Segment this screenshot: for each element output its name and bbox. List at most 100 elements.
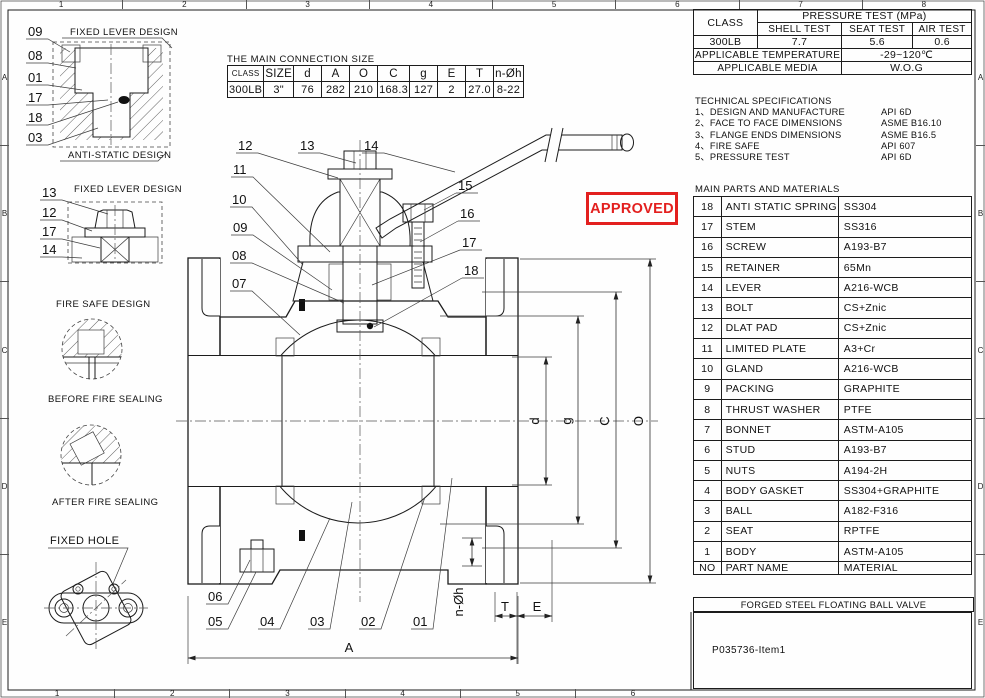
part-name: BALL — [720, 500, 839, 522]
ruler-letter: B — [0, 146, 9, 283]
callout-14: 14 — [364, 138, 378, 153]
svg-text:17: 17 — [42, 224, 56, 239]
approved-stamp-label: APPROVED — [590, 200, 674, 217]
parts-row: 11 LIMITED PLATE A3+Cr — [693, 338, 973, 360]
parts-row: 16 SCREW A193-B7 — [693, 236, 973, 258]
part-material: GRAPHITE — [837, 378, 973, 400]
part-material: A3+Cr — [837, 338, 973, 360]
part-material: A216-WCB — [837, 358, 973, 380]
part-no: 15 — [693, 256, 722, 279]
detail2-callouts: 13 12 17 14 — [40, 185, 109, 259]
ruler-letter: D — [976, 419, 985, 555]
part-name: BOLT — [720, 297, 839, 319]
spec-standard: API 6D — [881, 107, 912, 118]
ruler-number: 6 — [616, 0, 740, 9]
approved-stamp: APPROVED — [586, 192, 678, 225]
callout-09: 09 — [233, 220, 247, 235]
spec-standard: ASME B16.5 — [881, 129, 937, 140]
seat-test-value: 5.6 — [841, 35, 914, 49]
part-material: PTFE — [837, 398, 973, 421]
callout-02: 02 — [361, 614, 375, 629]
connection-header-cell: O — [349, 65, 379, 82]
callout-11: 11 — [233, 162, 247, 177]
parts-row: 8 THRUST WASHER PTFE — [693, 398, 973, 421]
applicable-temperature-value: -29~120℃ — [841, 48, 972, 62]
spec-standard: API 6D — [881, 152, 912, 163]
spec-item: 3、FLANGE ENDS DIMENSIONS ASME B16.5 — [695, 130, 973, 141]
callout-06: 06 — [208, 589, 222, 604]
ruler-letter: C — [0, 282, 9, 419]
connection-header-cell: d — [293, 65, 323, 82]
shell-test-value: 7.7 — [756, 35, 843, 49]
drawing-number-box: P035736-Item1 — [693, 612, 972, 689]
spec-name: 4、FIRE SAFE — [695, 140, 760, 151]
dim-g: g — [559, 417, 574, 424]
callout-10: 10 — [232, 192, 246, 207]
connection-size-title: THE MAIN CONNECTION SIZE — [227, 54, 375, 65]
parts-header-row: NO PART NAME MATERIAL — [693, 561, 973, 576]
connection-header-cell: A — [321, 65, 351, 82]
dim-n-oh: n-Øh — [451, 588, 466, 617]
callout-03: 03 — [310, 614, 324, 629]
callout-12: 12 — [238, 138, 252, 153]
svg-text:12: 12 — [42, 205, 56, 220]
technical-specifications: TECHNICAL SPECIFICATIONS 1、DESIGN AND MA… — [695, 96, 973, 163]
parts-table-title: MAIN PARTS AND MATERIALS — [695, 184, 840, 195]
ruler-number: 2 — [123, 0, 247, 9]
connection-value-cell: 3" — [263, 81, 295, 98]
part-name: BODY — [720, 541, 839, 563]
parts-row: 2 SEAT RPTFE — [693, 520, 973, 543]
part-name: GLAND — [720, 358, 839, 380]
spec-item: 2、FACE TO FACE DIMENSIONS ASME B16.10 — [695, 118, 973, 129]
product-title: FORGED STEEL FLOATING BALL VALVE — [693, 597, 974, 612]
part-name: DLAT PAD — [720, 317, 839, 340]
part-material: A193-B7 — [837, 236, 973, 258]
detail-fire-safe: FIRE SAFE DESIGN BEFORE FIRE SEALING — [48, 299, 162, 508]
part-material: A193-B7 — [837, 439, 973, 461]
detail2-title: FIXED LEVER DESIGN — [74, 184, 182, 195]
class-value: 300LB — [693, 35, 758, 49]
part-no: 12 — [693, 317, 722, 340]
ruler-letter: B — [976, 146, 985, 283]
connection-value-cell: 76 — [293, 81, 323, 98]
parts-row: 4 BODY GASKET SS304+GRAPHITE — [693, 480, 973, 502]
part-no: 18 — [693, 195, 722, 218]
svg-text:18: 18 — [28, 110, 42, 125]
dimensions: d g C O A T E n-Øh — [187, 258, 656, 664]
callout-04: 04 — [260, 614, 274, 629]
part-name: RETAINER — [720, 256, 839, 279]
spec-item: 4、FIRE SAFE API 607 — [695, 141, 973, 152]
detail-anti-static: FIXED LEVER DESIGN 09 08 01 17 18 03 ANT… — [26, 24, 178, 162]
ruler-number: 3 — [247, 0, 370, 9]
connection-header-cell: n-Øh — [493, 65, 524, 82]
parts-row: 13 BOLT CS+Znic — [693, 297, 973, 319]
detail-fixed-lever: FIXED LEVER DESIGN 13 12 17 14 — [40, 184, 182, 264]
ruler-number: 5 — [461, 689, 576, 698]
dim-T: T — [501, 599, 509, 614]
ruler-number: 1 — [0, 0, 124, 9]
part-name: NUTS — [720, 459, 839, 482]
dim-E: E — [533, 599, 542, 614]
part-no: 6 — [693, 439, 722, 461]
parts-row: 1 BODY ASTM-A105 — [693, 541, 973, 563]
dim-d: d — [527, 417, 542, 424]
ruler-letter: C — [976, 282, 985, 419]
callout-15: 15 — [458, 178, 472, 193]
parts-row: 6 STUD A193-B7 — [693, 439, 973, 461]
connection-value-cell: 8-22 — [493, 81, 524, 98]
spec-name: 3、FLANGE ENDS DIMENSIONS — [695, 129, 842, 140]
connection-header-cell: E — [437, 65, 467, 82]
ruler-number: 7 — [740, 0, 863, 9]
part-material: ASTM-A105 — [837, 419, 973, 441]
part-material: ASTM-A105 — [837, 541, 973, 563]
parts-row: 14 LEVER A216-WCB — [693, 277, 973, 299]
detail1-callouts: 09 08 01 17 18 03 — [26, 24, 119, 146]
spec-name: 2、FACE TO FACE DIMENSIONS — [695, 118, 843, 129]
part-name: LEVER — [720, 277, 839, 299]
ruler-number: 1 — [0, 689, 116, 698]
applicable-media-label: APPLICABLE MEDIA — [692, 61, 843, 75]
